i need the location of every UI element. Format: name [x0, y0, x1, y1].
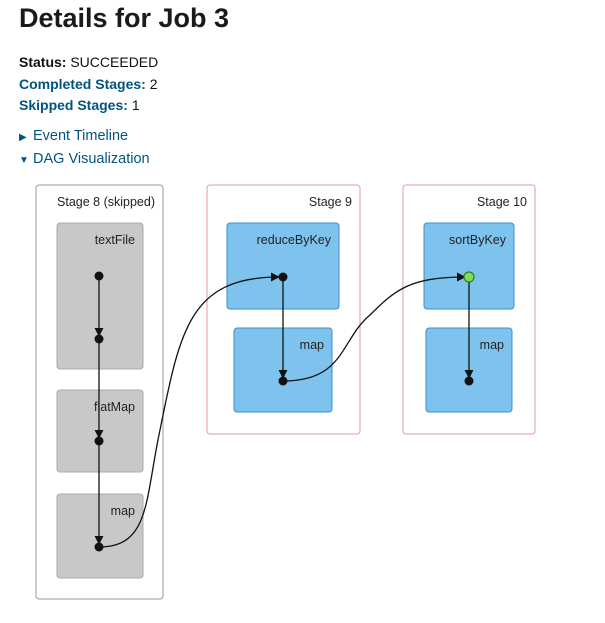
- status-label: Status:: [19, 54, 67, 70]
- completed-stages-link[interactable]: Completed Stages:: [19, 75, 146, 92]
- caret-right-icon: ▶: [19, 132, 27, 143]
- status-row: Status: SUCCEEDED: [19, 52, 158, 74]
- edge-stage9-to-stage10: [282, 272, 466, 382]
- completed-stages-row: Completed Stages: 2: [19, 74, 158, 96]
- visualization-toggles: ▶ Event Timeline ▼ DAG Visualization: [19, 126, 150, 171]
- dag-visualization-toggle[interactable]: ▼ DAG Visualization: [19, 149, 150, 172]
- cached-rdd-dot[interactable]: [463, 271, 475, 283]
- rdd-dot[interactable]: [94, 271, 104, 281]
- skipped-stages-link[interactable]: Skipped Stages:: [19, 97, 128, 113]
- stage-8-label: Stage 8 (skipped): [57, 195, 155, 209]
- rdd-dot[interactable]: [278, 272, 288, 282]
- job-summary: Status: SUCCEEDED Completed Stages: 2 Sk…: [19, 52, 158, 117]
- event-timeline-label: Event Timeline: [33, 128, 129, 144]
- caret-down-icon: ▼: [19, 154, 29, 166]
- node-label-map-stage8: map: [111, 504, 135, 518]
- stage-9-label: Stage 9: [309, 195, 352, 209]
- node-label-map-stage9: map: [300, 338, 324, 352]
- status-value: SUCCEEDED: [70, 54, 159, 70]
- node-label-reducebykey: reduceByKey: [257, 233, 332, 247]
- page-title: Details for Job 3: [19, 3, 230, 33]
- edge-stage8-to-stage9: [98, 272, 280, 548]
- stage-10-label: Stage 10: [477, 195, 527, 209]
- rdd-dot[interactable]: [94, 334, 104, 344]
- node-label-sortbykey: sortByKey: [449, 233, 507, 247]
- skipped-stages-value: 1: [131, 97, 140, 113]
- skipped-stages-row: Skipped Stages: 1: [19, 95, 158, 117]
- node-label-map-stage10: map: [480, 338, 504, 352]
- rdd-dot[interactable]: [278, 376, 288, 386]
- node-label-flatmap: flatMap: [94, 400, 135, 414]
- rdd-dot[interactable]: [464, 376, 474, 386]
- stage-8-node-textfile[interactable]: [56, 222, 144, 370]
- node-label-textfile: textFile: [95, 233, 135, 247]
- dag-visualization-label: DAG Visualization: [33, 150, 150, 167]
- completed-stages-value: 2: [149, 75, 158, 92]
- rdd-dot[interactable]: [94, 542, 104, 552]
- rdd-dot[interactable]: [94, 436, 104, 446]
- event-timeline-toggle[interactable]: ▶ Event Timeline: [19, 126, 150, 149]
